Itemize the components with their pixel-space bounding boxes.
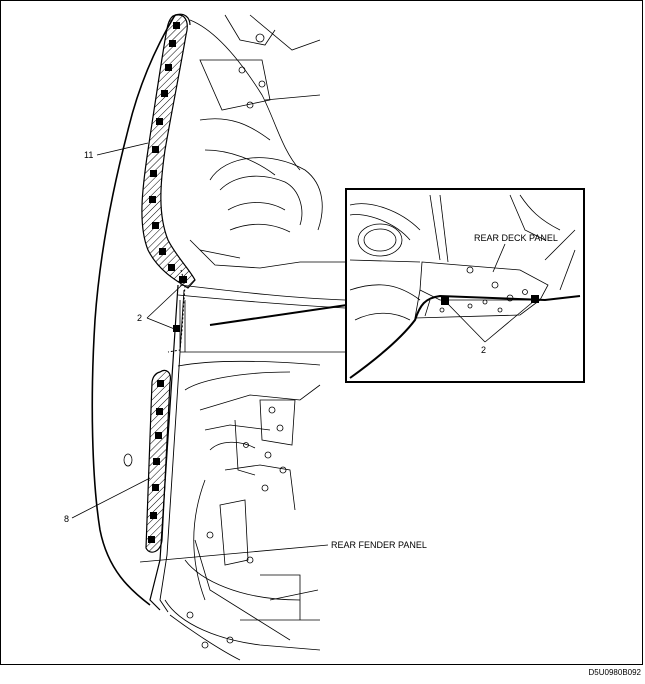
detail-inset (345, 188, 585, 383)
lower-bead-markers (148, 380, 164, 543)
lower-sealer-bead (145, 369, 171, 553)
inset-seal-point (531, 295, 539, 303)
seal-point-marker (173, 325, 180, 332)
body-panel-diagram: 11 2 8 REAR FENDER PANEL REAR DECK PANEL… (64, 13, 585, 661)
callout-2-inset: 2 (481, 345, 486, 355)
callout-8: 8 (64, 514, 69, 524)
inset-fender-edge (349, 294, 581, 379)
leader-lines (71, 142, 348, 563)
figure-code: D5U0980B092 (588, 668, 641, 677)
rear-fender-panel-label: REAR FENDER PANEL (331, 540, 427, 550)
background-structure (164, 14, 346, 661)
inset-structure (349, 194, 576, 321)
callout-11: 11 (84, 150, 93, 160)
rear-deck-panel-label: REAR DECK PANEL (474, 233, 558, 243)
callout-2-main: 2 (137, 313, 142, 323)
upper-sealer-bead (141, 14, 196, 289)
inset-leaders (446, 243, 535, 343)
rear-fender-outline (91, 13, 191, 613)
seal-point-marker (179, 276, 186, 283)
inset-seal-point (441, 297, 449, 305)
joint-seam (167, 269, 186, 353)
